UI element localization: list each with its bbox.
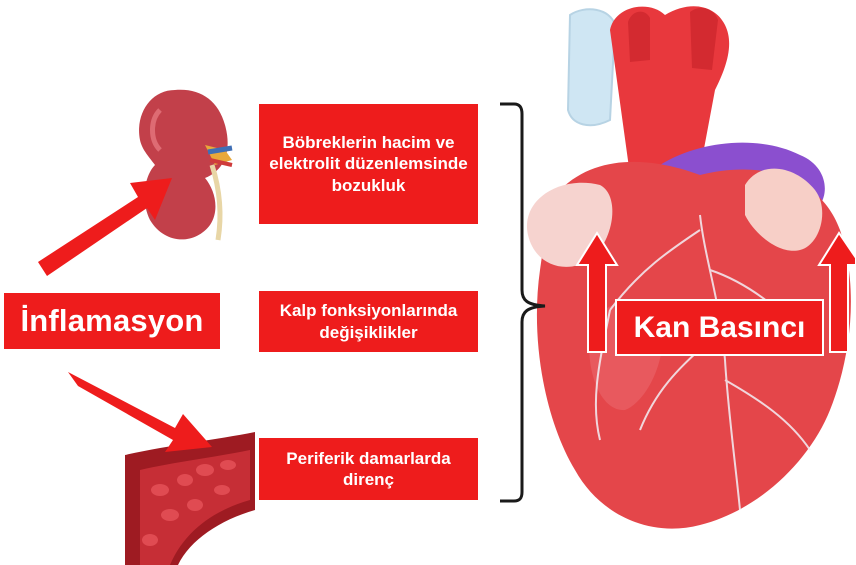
heart-icon — [527, 6, 856, 528]
effect-heart-text: Kalp fonksiyonlarında değişiklikler — [259, 300, 478, 343]
blood-pressure-label: Kan Basıncı — [617, 301, 822, 354]
effect-kidney-text: Böbreklerin hacim ve elektrolit düzenlem… — [259, 132, 478, 196]
effect-kidney-box: Böbreklerin hacim ve elektrolit düzenlem… — [259, 104, 478, 224]
arrow-to-kidney — [38, 178, 172, 276]
blood-vessel-icon — [125, 432, 255, 565]
effect-vessel-text: Periferik damarlarda direnç — [259, 448, 478, 491]
effect-heart-box: Kalp fonksiyonlarında değişiklikler — [259, 291, 478, 352]
inflammation-label: İnflamasyon — [4, 293, 220, 349]
arrow-to-vessel — [68, 372, 212, 452]
effect-vessel-box: Periferik damarlarda direnç — [259, 438, 478, 500]
kidney-icon — [139, 90, 232, 240]
